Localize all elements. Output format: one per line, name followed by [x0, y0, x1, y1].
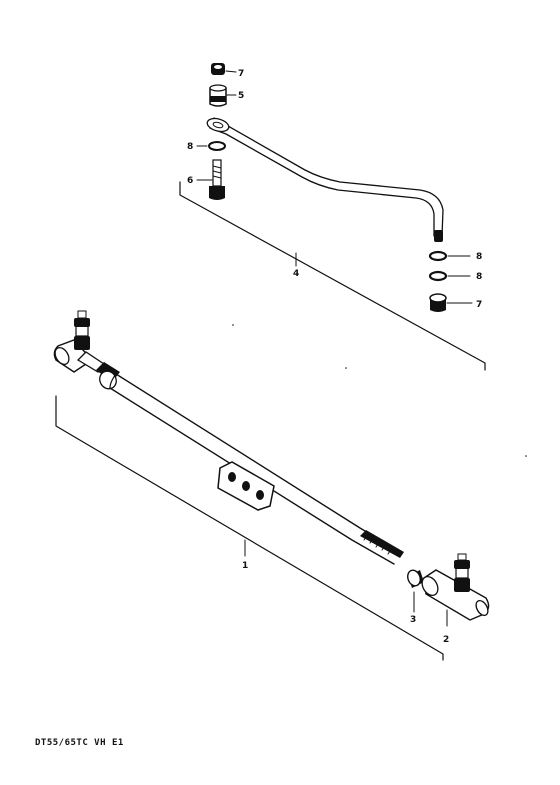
tie-rod-clamp-block: [217, 461, 275, 511]
scan-speck: [232, 324, 234, 326]
nut-7-right: [429, 293, 473, 312]
link-rod-thread: [434, 230, 443, 242]
bracket-part-1: [55, 395, 444, 661]
washer-8-left: [196, 141, 226, 151]
label-part-7-top: 7: [238, 69, 244, 79]
scan-speck: [525, 455, 527, 457]
label-part-8-left: 8: [187, 142, 193, 152]
washer-8-right-upper: [428, 250, 471, 262]
label-part-7-right: 7: [476, 300, 482, 310]
label-part-1: 1: [242, 561, 248, 571]
label-part-6: 6: [187, 176, 193, 186]
label-part-8-right-upper: 8: [476, 252, 482, 262]
link-rod: [213, 117, 444, 237]
scan-speck: [345, 367, 347, 369]
label-part-8-right-lower: 8: [476, 272, 482, 282]
nut-7-top: [211, 63, 237, 75]
tie-rod-end-left: [53, 310, 120, 390]
label-part-2: 2: [443, 635, 449, 645]
tie-rod-thread: [360, 530, 404, 558]
label-part-3: 3: [410, 615, 416, 625]
washer-8-right-lower: [428, 270, 471, 282]
tie-rod-assembly: 1 3 2: [53, 310, 490, 661]
tie-rod-end-right: [421, 553, 490, 627]
diagram-code: DT55/65TC VH E1: [35, 738, 124, 748]
bolt-6: [196, 159, 225, 200]
label-part-5: 5: [238, 91, 244, 101]
link-rod-assembly: 7 5 8 6 4 8 8 7: [179, 63, 486, 371]
label-part-4: 4: [293, 269, 299, 279]
collar-5: [209, 84, 237, 107]
tie-rod-shaft: [109, 373, 401, 565]
jam-nut-3: [407, 569, 424, 613]
bracket-part-4: [179, 181, 486, 371]
